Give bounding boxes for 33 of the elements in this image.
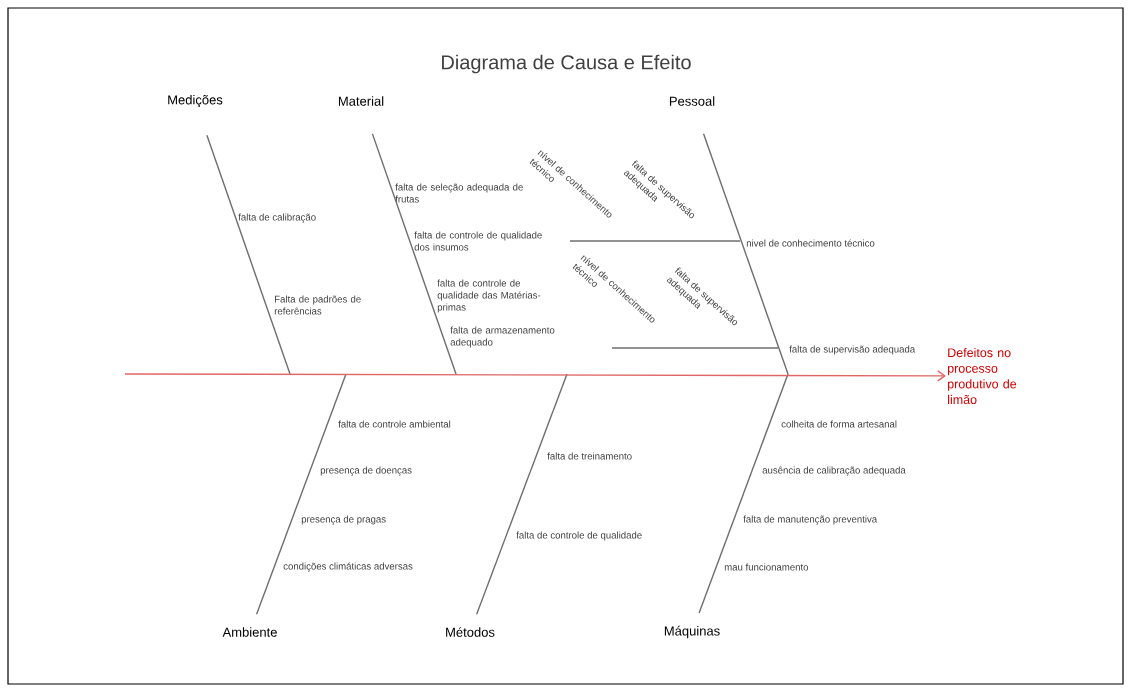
category-label: Pessoal — [669, 96, 715, 106]
cause-label: falta de controle ambiental — [338, 420, 451, 428]
cause-label: presença de doenças — [320, 466, 412, 476]
bone-line — [702, 133, 789, 375]
cause-label: mau funcionamento — [724, 563, 809, 571]
cause-label: falta de calibração — [238, 213, 316, 223]
cause-label: ausência de calibração adequada — [762, 466, 906, 476]
cause-label: nivel de conhecimento técnico — [746, 239, 875, 247]
cause-label: falta de supervisão adequada — [789, 345, 916, 355]
cause-label: falta de manutenção preventiva — [743, 515, 878, 525]
bone-line — [371, 133, 457, 375]
cause-label: presença de pragas — [301, 515, 386, 525]
category-label: Medições — [168, 94, 223, 108]
cause-label: falta de armazenamento adequado — [450, 326, 555, 348]
bone-line — [476, 373, 568, 615]
title: Diagrama de Causa e Efeito — [442, 54, 691, 74]
category-label: Material — [338, 96, 384, 106]
cause-label: falta de controle de qualidade — [516, 531, 642, 541]
cause-label: Falta de padrões de referências — [274, 295, 361, 315]
cause-label: falta de controle de qualidade dos insumos — [414, 231, 542, 251]
bone-line — [698, 373, 789, 614]
cause-label: falta de treinamento — [547, 452, 632, 460]
spine-arrow — [124, 370, 946, 382]
cause-label: falta de seleção adequada de frutas — [395, 183, 523, 203]
cause-label: falta de controle de qualidade das Matérias-primas — [437, 279, 541, 313]
bone-line — [255, 373, 347, 616]
category-label: Métodos — [446, 627, 495, 637]
effect-label: Defeitos no processo produtivo de limão — [948, 347, 1017, 405]
cause-label: colheita de forma artesanal — [781, 420, 897, 428]
category-label: Máquinas — [664, 625, 720, 639]
category-label: Ambiente — [222, 627, 277, 637]
bone-line — [206, 134, 291, 375]
cause-label: condições climáticas adversas — [283, 562, 413, 572]
